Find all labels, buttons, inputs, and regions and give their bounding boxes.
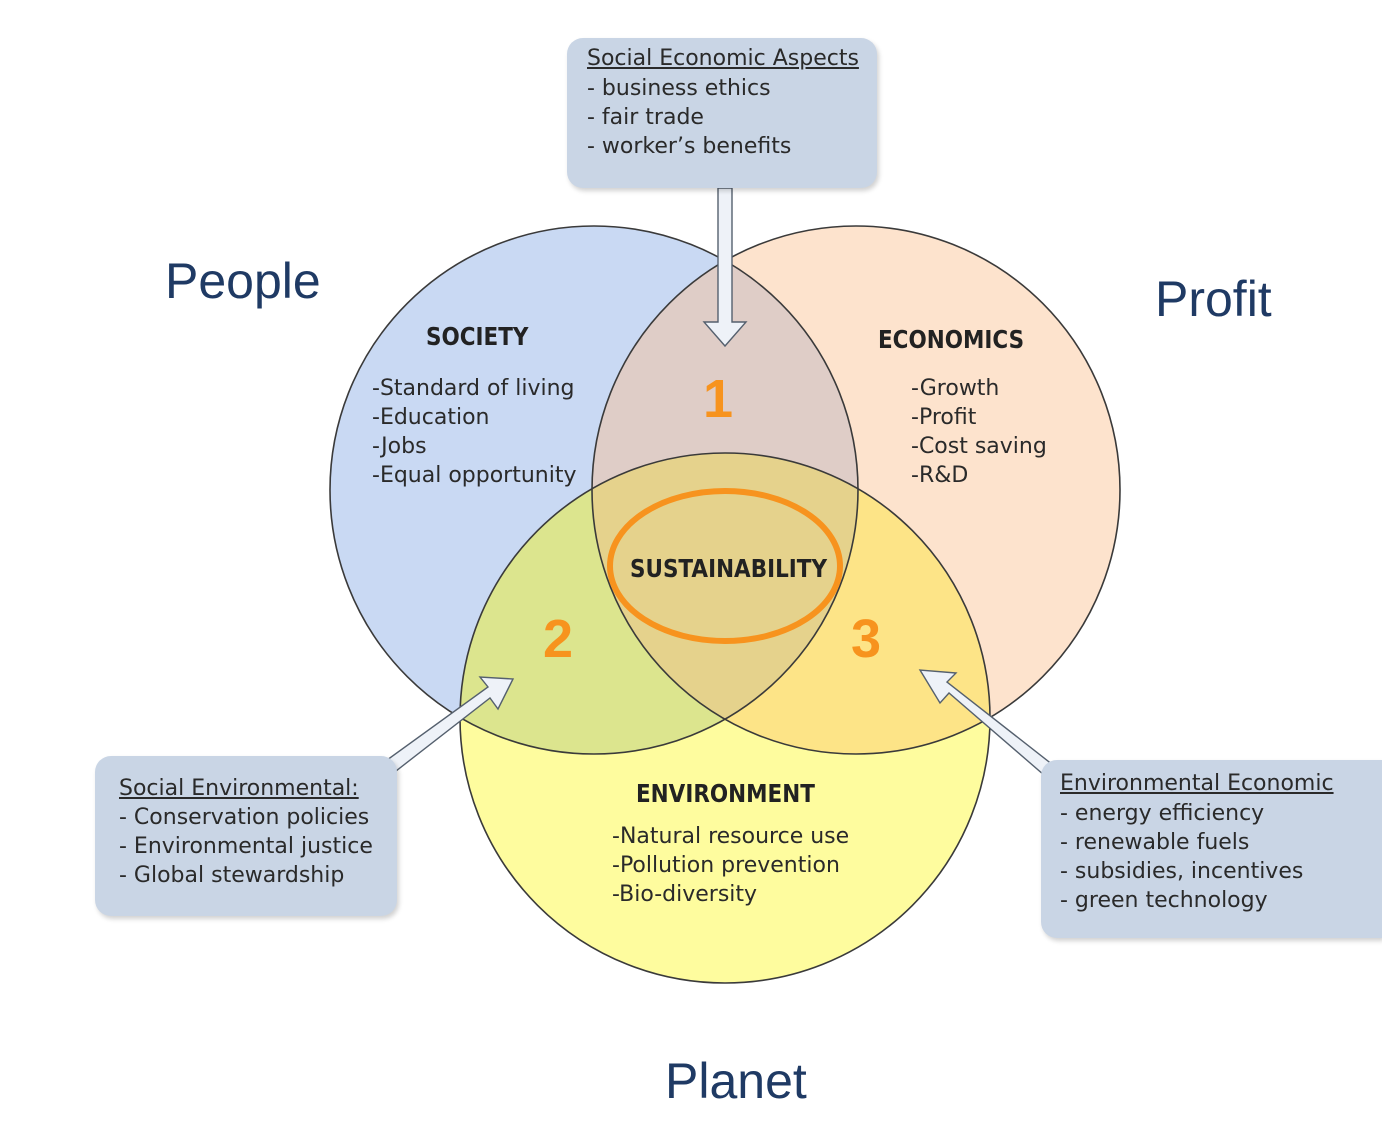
profit-label: Profit xyxy=(1155,271,1272,327)
environment-title: ENVIRONMENT xyxy=(636,779,815,808)
list-item: - business ethics xyxy=(587,76,771,101)
economics-list: -Growth -Profit -Cost saving -R&D xyxy=(911,374,1047,490)
list-item: - Global stewardship xyxy=(119,863,345,888)
list-item: - fair trade xyxy=(587,105,704,130)
list-item: -Equal opportunity xyxy=(372,463,577,488)
callout-title: Social Economic Aspects xyxy=(587,46,859,71)
society-list: -Standard of living -Education -Jobs -Eq… xyxy=(372,374,577,490)
region-number-2: 2 xyxy=(543,609,574,669)
list-item: - Conservation policies xyxy=(119,805,370,830)
environmental-economic-callout: Environmental Economic - energy efficien… xyxy=(1041,760,1382,938)
arrow-to-region-3 xyxy=(918,669,1055,776)
callout-list: - business ethics - fair trade - worker’… xyxy=(587,74,791,161)
list-item: -Pollution prevention xyxy=(612,853,840,878)
society-title: SOCIETY xyxy=(426,322,529,351)
environment-list: -Natural resource use -Pollution prevent… xyxy=(612,822,849,909)
list-item: -Natural resource use xyxy=(612,824,850,849)
arrow-to-region-2 xyxy=(385,676,515,772)
list-item: - Environmental justice xyxy=(119,834,373,859)
arrow-down xyxy=(702,187,748,348)
list-item: -Bio-diversity xyxy=(612,882,758,907)
planet-label: Planet xyxy=(665,1053,807,1109)
list-item: - worker’s benefits xyxy=(587,134,792,159)
list-item: -Standard of living xyxy=(372,376,575,401)
list-item: - subsidies, incentives xyxy=(1060,859,1304,884)
sustainability-label: SUSTAINABILITY xyxy=(630,554,828,583)
social-environmental-callout: Social Environmental: - Conservation pol… xyxy=(95,756,397,916)
people-label: People xyxy=(165,253,321,309)
callout-title: Social Environmental: xyxy=(119,776,359,801)
list-item: - green technology xyxy=(1060,888,1268,913)
list-item: -Profit xyxy=(911,405,977,430)
list-item: -Growth xyxy=(911,376,1000,401)
list-item: - renewable fuels xyxy=(1060,830,1250,855)
region-number-3: 3 xyxy=(851,609,882,669)
list-item: -Cost saving xyxy=(911,434,1047,459)
list-item: -Education xyxy=(372,405,490,430)
callout-list: - energy efficiency - renewable fuels - … xyxy=(1060,799,1303,915)
callout-list: - Conservation policies - Environmental … xyxy=(119,803,373,890)
list-item: -R&D xyxy=(911,463,969,488)
region-number-1: 1 xyxy=(703,369,734,429)
callout-title: Environmental Economic xyxy=(1060,771,1334,796)
social-economic-callout: Social Economic Aspects - business ethic… xyxy=(567,38,877,188)
sustainability-ring xyxy=(607,488,843,644)
list-item: -Jobs xyxy=(372,434,427,459)
list-item: - energy efficiency xyxy=(1060,801,1265,826)
economics-title: ECONOMICS xyxy=(878,325,1025,354)
